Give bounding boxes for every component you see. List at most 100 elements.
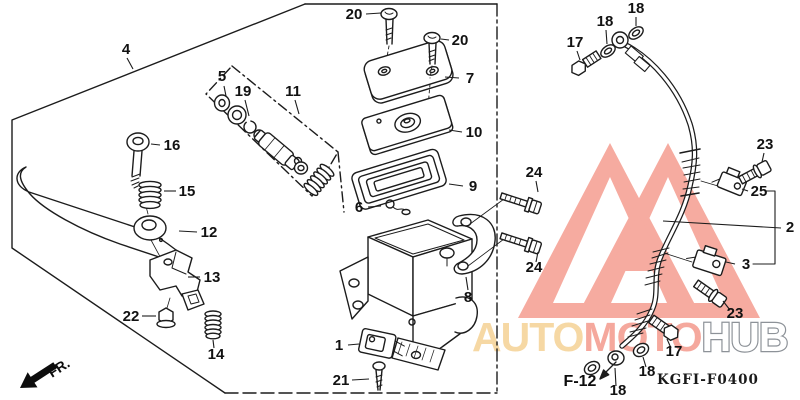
part-brake-hose [607,31,701,366]
part-return-spring [204,310,222,340]
callout-leader-11 [294,99,300,115]
callout-leader-17 [576,50,581,61]
callout-label-23: 23 [727,305,744,322]
part-lever-bracket [149,249,205,311]
watermark-segment: HUB [702,314,788,360]
callout-leader-24 [535,251,539,263]
watermark-text: AUTOMOTOHUB [472,314,788,360]
callout-label-16: 16 [164,137,181,154]
callout-label-8: 8 [464,289,472,306]
callout-leader-20 [365,12,382,15]
callout-leader-16 [150,143,161,146]
callout-leader-24 [535,180,539,193]
hose-banjo-eye-bottom [607,350,625,366]
part-hose-clamp-upper [711,166,747,197]
hose-banjo-eye-top [611,31,629,49]
callout-leader-1 [347,343,360,346]
callout-label-6: 6 [355,199,363,216]
callout-label-14: 14 [208,346,225,363]
part-diaphragm-plate [361,94,454,156]
callout-label-17: 17 [666,343,683,360]
callout-label-22: 22 [123,308,140,325]
part-hose-clamp-lower [686,244,727,277]
callout-label-18: 18 [610,382,627,399]
callout-leader-25 [741,188,749,192]
callout-leader-18 [605,29,608,45]
callout-label-18: 18 [597,13,614,30]
callout-label-21: 21 [333,372,350,389]
callout-leader-10 [448,129,463,133]
callout-label-7: 7 [466,70,474,87]
callout-label-19: 19 [235,83,252,100]
assembly-boundary [11,3,498,394]
front-direction-arrow [20,362,58,388]
part-sealing-washer-top-b [628,26,644,40]
part-clip [385,199,411,216]
part-clamp-bolt-upper [737,160,772,185]
part-switch-screw [372,361,386,391]
callout-leader-8 [465,276,469,291]
callout-label-17: 17 [567,34,584,51]
part-sealing-washer-bottom-b [632,342,650,358]
part-diaphragm [351,148,447,210]
callout-leader-18 [642,356,647,368]
part-pivot-bolt [126,132,150,189]
callout-label-25: 25 [751,183,768,200]
callout-label-1: 1 [335,337,343,354]
watermark-segment: AUTO [472,314,584,360]
callout-label-3: 3 [742,256,750,273]
part-sealing-washer-bottom-a [583,360,601,376]
part-circlip [243,120,257,134]
callout-label-4: 4 [122,41,131,58]
callout-label-13: 13 [204,269,221,286]
part-clamp-bolt-b [499,232,543,255]
part-piston-kit [213,94,335,197]
callout-label-24: 24 [526,164,543,181]
part-cap-screw-a [380,7,398,58]
callout-label-12: 12 [201,224,218,241]
callout-leader-17 [666,338,672,349]
callout-label-5: 5 [218,68,226,85]
callout-leader-19 [244,99,250,117]
part-piston-spring [303,163,335,197]
callout-leader-14 [212,339,215,349]
piston-kit-boundary [205,65,345,213]
part-master-cylinder-body [339,219,478,371]
part-lever-spring [138,180,162,210]
callout-label-18: 18 [639,363,656,380]
callout-leader-7 [444,76,460,79]
watermark-logo [518,143,760,318]
part-sealing-washer-top-a [600,44,616,58]
callout-leader-3 [725,261,736,265]
front-direction-label: FR. [45,355,73,381]
callout-leader-6 [367,205,382,208]
part-banjo-bolt-top [571,50,602,77]
callout-leader-9 [448,183,464,187]
callout-label-15: 15 [179,183,196,200]
callout-leader-2 [662,220,782,229]
callout-leader-20 [440,38,450,41]
callout-label-18: 18 [628,0,645,17]
callout-label-10: 10 [466,124,483,141]
part-clamp-bolt-a [499,192,543,215]
callout-leader-4 [126,57,134,70]
callout-leader-5 [223,85,227,97]
callout-leader-18 [614,367,617,387]
figure-ref-label: F-12 [564,373,597,390]
part-brake-switch [358,327,405,359]
callout-leader-12 [178,230,198,233]
callout-label-2: 2 [786,219,794,236]
callout-leader-23 [761,152,765,163]
callout-leader-21 [351,378,370,381]
part-handlebar-clamp [452,198,505,275]
callout-label-9: 9 [469,178,477,195]
callout-label-24: 24 [526,259,543,276]
callout-label-11: 11 [285,83,301,100]
part-banjo-bolt-bottom [648,314,679,342]
callout-leader-23 [722,300,731,311]
callout-label-23: 23 [757,136,774,153]
figure-ref-arrow [599,361,617,380]
